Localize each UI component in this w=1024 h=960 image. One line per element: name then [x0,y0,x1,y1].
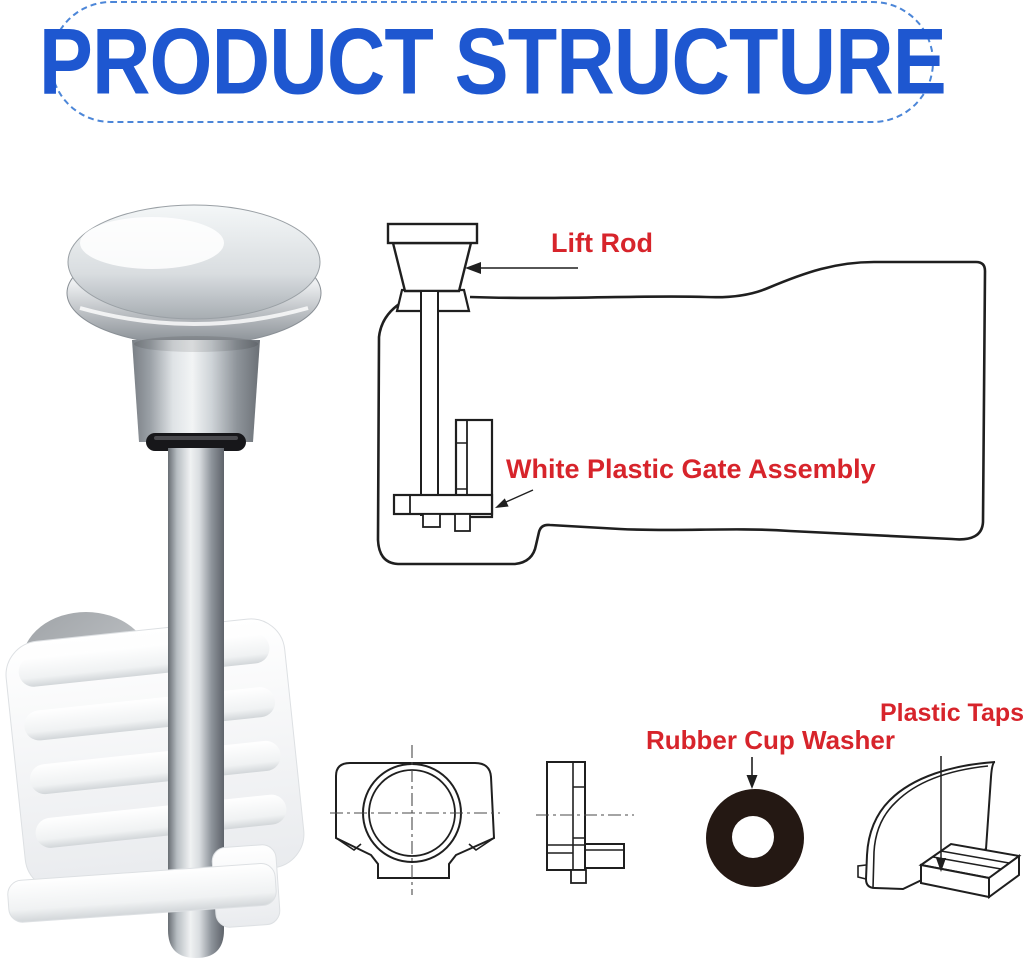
rubber-o-ring [146,433,246,451]
plastic-taps-label: Plastic Taps [880,699,1024,727]
rod-drawing [420,290,439,516]
faucet-body-outline [376,260,987,566]
gate-side-view-drawing [536,761,634,884]
installed-diagram [376,222,987,566]
gate-assembly-arrow [495,489,534,508]
lift-rod-label: Lift Rod [551,228,653,258]
rubber-cup-washer-label: Rubber Cup Washer [646,725,895,755]
plastic-tap-drawing [857,761,1022,899]
knob-trapezoid-drawing [391,241,473,293]
rubber-cup-washer-figure [706,789,804,887]
gate-bottom-clip [7,844,281,928]
lift-rod-shaft [168,448,224,958]
lift-rod-arrow [465,262,578,274]
plastic-taps-arrow [936,756,946,872]
gate-bar-drawing [392,493,494,516]
gate-assembly-label: White Plastic Gate Assembly [506,454,876,484]
knob-cap-drawing [386,222,479,245]
page-title: PRODUCT STRUCTURE [38,9,946,115]
title-banner: PRODUCT STRUCTURE [38,1,946,123]
gate-front-view-drawing [330,745,500,895]
chrome-knob [66,204,322,442]
rubber-cup-washer-arrow [746,757,758,789]
